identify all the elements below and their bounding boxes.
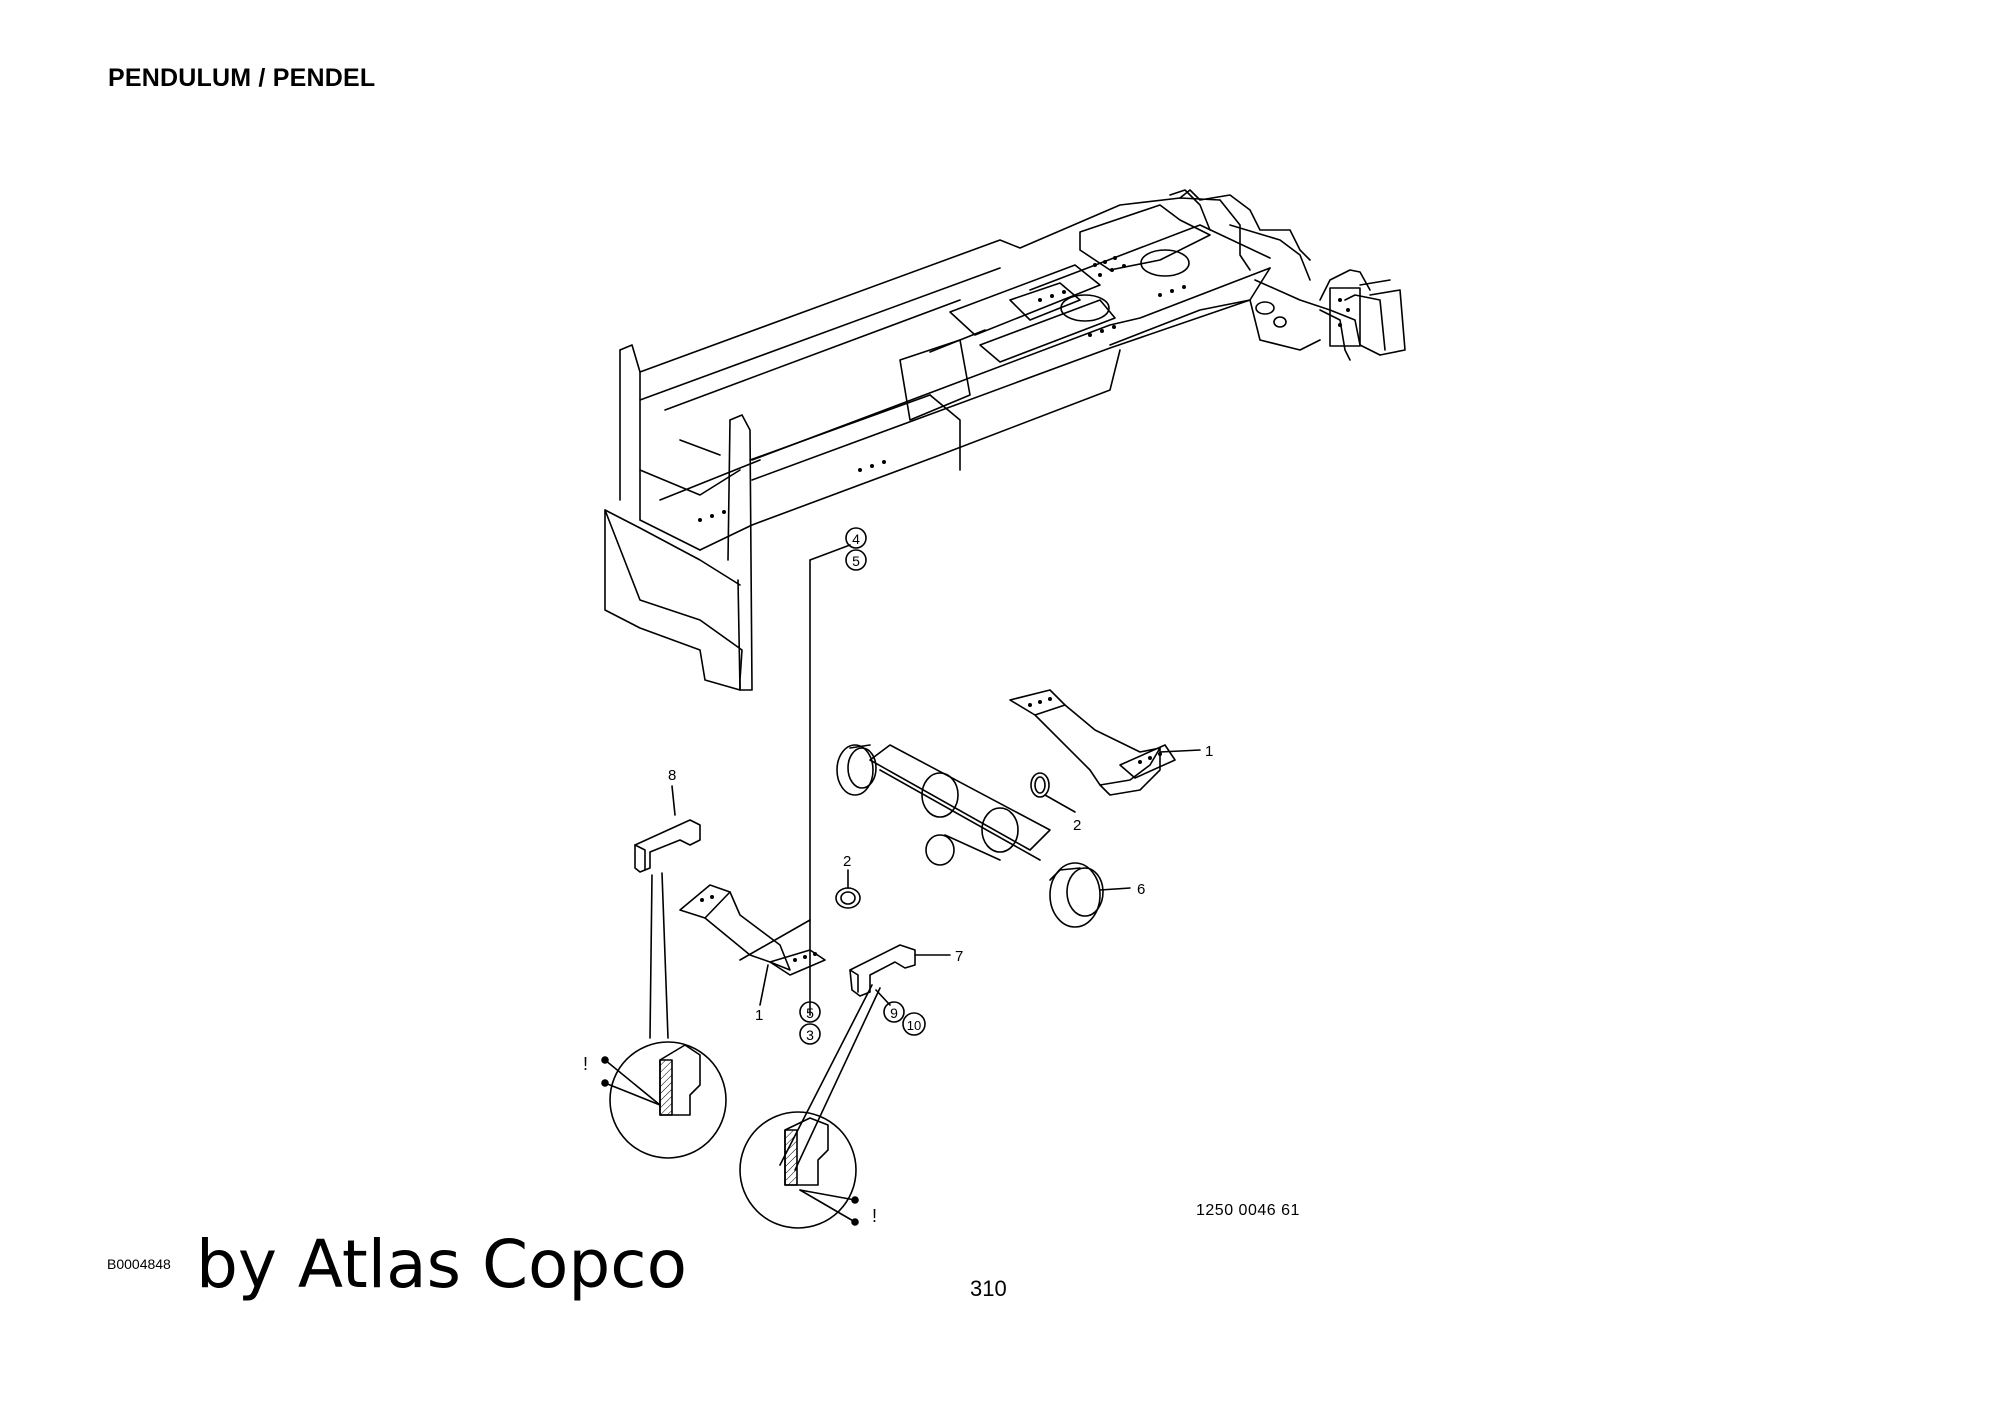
cap-7: 7 9 10 bbox=[849, 944, 963, 1036]
document-code: B0004848 bbox=[107, 1256, 171, 1272]
callout-7: 7 bbox=[955, 948, 963, 965]
bracket-right: 1 bbox=[1009, 689, 1213, 796]
callout-5-lower: 5 bbox=[806, 1005, 814, 1021]
callout-6: 6 bbox=[1137, 881, 1145, 898]
callout-1-right: 1 bbox=[1205, 743, 1213, 760]
cap-8: 8 bbox=[634, 767, 701, 873]
bracket-left: 1 bbox=[679, 884, 826, 1024]
page-number: 310 bbox=[970, 1276, 1007, 1301]
chassis-frame bbox=[604, 189, 1406, 691]
callout-8: 8 bbox=[668, 767, 676, 784]
axle-callouts: 2 2 6 bbox=[843, 794, 1145, 898]
weld-mark-right: ! bbox=[872, 1206, 877, 1226]
callout-10: 10 bbox=[907, 1018, 921, 1033]
drawing-number: 1250 0046 61 bbox=[1196, 1202, 1300, 1219]
callout-3: 3 bbox=[806, 1027, 814, 1043]
callout-1-left: 1 bbox=[755, 1007, 763, 1024]
pendulum-axle bbox=[835, 744, 1104, 928]
callout-2-right: 2 bbox=[1073, 817, 1081, 834]
weld-mark-left: ! bbox=[583, 1054, 588, 1074]
callout-4: 4 bbox=[852, 531, 860, 547]
weld-detail-right: ! bbox=[739, 984, 881, 1229]
weld-detail-left: ! bbox=[583, 872, 727, 1159]
lower-callouts: 5 3 bbox=[799, 1001, 821, 1045]
callout-2-left: 2 bbox=[843, 853, 851, 870]
callout-5: 5 bbox=[852, 553, 860, 569]
callout-9: 9 bbox=[890, 1005, 898, 1021]
watermark: by Atlas Copco bbox=[196, 1226, 687, 1303]
page-title: PENDULUM / PENDEL bbox=[108, 64, 376, 92]
frame-callouts: 4 5 bbox=[809, 527, 867, 1016]
